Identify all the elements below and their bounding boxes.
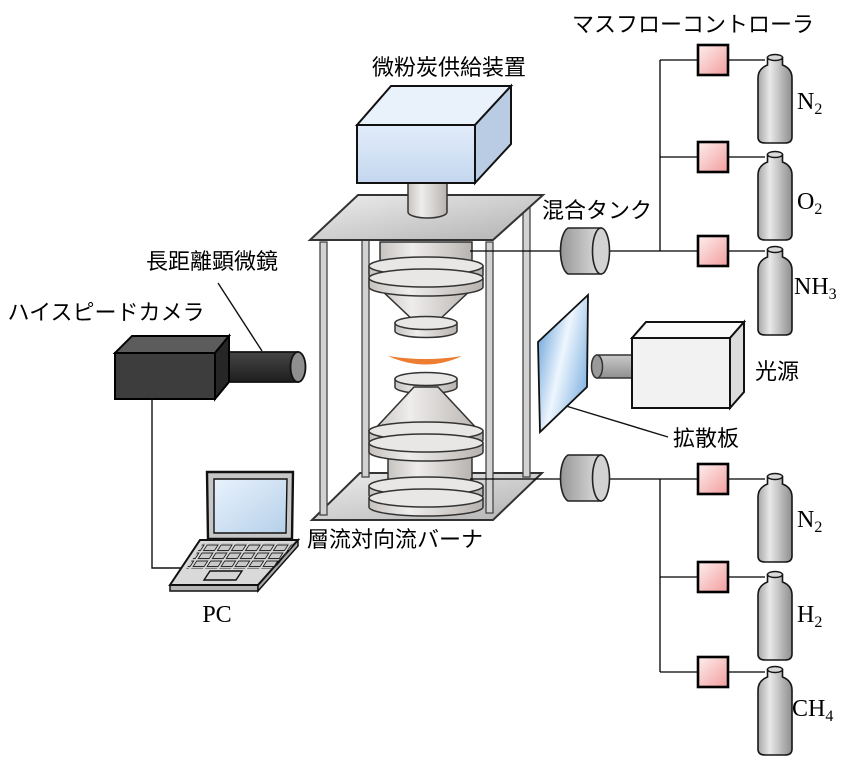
frame-leg-back-right bbox=[522, 195, 531, 478]
label-high-speed-camera: ハイスピードカメラ bbox=[8, 300, 205, 325]
label-burner: 層流対向流バーナ bbox=[307, 527, 483, 552]
label-gas-n2-top: N2 bbox=[797, 89, 822, 118]
microscope-tube-end bbox=[289, 351, 307, 383]
gas-cylinder-o2 bbox=[757, 150, 793, 241]
mfc-square-h2 bbox=[696, 560, 730, 594]
label-mixing-tank: 混合タンク bbox=[542, 198, 652, 223]
laptop-keyboard bbox=[186, 543, 294, 569]
gas-cylinder-h2 bbox=[757, 570, 793, 661]
laptop-trackpad bbox=[202, 570, 244, 581]
label-gas-ch4: CH4 bbox=[792, 696, 833, 725]
light-source bbox=[590, 319, 747, 411]
gas-cylinder-n2-top bbox=[757, 53, 793, 144]
label-pc: PC bbox=[202, 602, 231, 628]
camera-to-pc-cable bbox=[151, 399, 185, 569]
label-light-source: 光源 bbox=[755, 359, 799, 384]
light-source-snout-end bbox=[590, 354, 604, 379]
base-flange2-top bbox=[368, 488, 484, 508]
microscope-pointer-line bbox=[217, 282, 263, 352]
label-coal-feeder: 微粉炭供給装置 bbox=[372, 55, 526, 80]
upper-flange2-top bbox=[368, 268, 484, 288]
mfc-square-nh3 bbox=[696, 234, 730, 268]
lower-nozzle-top bbox=[394, 371, 458, 387]
microscope-tube bbox=[219, 351, 299, 383]
coal-feeder bbox=[354, 83, 514, 219]
gas-cylinder-nh3 bbox=[757, 245, 793, 336]
gas-cylinder-n2-bottom bbox=[757, 472, 793, 563]
lower-flange2-top bbox=[368, 433, 484, 453]
frame-leg-front-right bbox=[485, 241, 494, 514]
high-speed-camera bbox=[112, 333, 307, 402]
laptop-pc bbox=[168, 470, 301, 593]
mfc-square-n2-top bbox=[696, 43, 730, 77]
light-box-side bbox=[729, 319, 745, 411]
feeder-neck bbox=[407, 182, 448, 219]
label-diffuser-plate: 拡散板 bbox=[673, 426, 739, 451]
label-long-distance-microscope: 長距離顕微鏡 bbox=[146, 249, 278, 274]
diffuser-pointer-line bbox=[565, 405, 669, 438]
flame-icon bbox=[388, 356, 462, 365]
gas-cylinder-ch4 bbox=[757, 665, 793, 756]
feeder-box-front bbox=[356, 124, 476, 184]
label-mass-flow-controller: マスフローコントローラ bbox=[572, 12, 814, 37]
label-gas-h2: H2 bbox=[797, 602, 822, 631]
laptop-screen bbox=[213, 478, 288, 534]
bottom-gas-tank bbox=[559, 454, 611, 502]
light-box-top bbox=[629, 321, 747, 339]
mfc-square-ch4 bbox=[696, 655, 730, 689]
burner-column bbox=[368, 241, 484, 517]
label-gas-o2: O2 bbox=[797, 189, 822, 218]
camera-top bbox=[112, 335, 232, 354]
diffuser-plate bbox=[537, 292, 589, 435]
mfc-square-o2 bbox=[696, 140, 730, 174]
light-box-front bbox=[631, 337, 731, 409]
label-gas-nh3: NH3 bbox=[794, 274, 837, 303]
frame-leg-front-left bbox=[319, 241, 328, 516]
upper-nozzle-top bbox=[394, 315, 458, 331]
camera-front bbox=[114, 352, 216, 400]
mixing-tank bbox=[559, 227, 611, 275]
label-gas-n2-bottom: N2 bbox=[797, 507, 822, 536]
mfc-square-n2-bottom bbox=[696, 462, 730, 496]
